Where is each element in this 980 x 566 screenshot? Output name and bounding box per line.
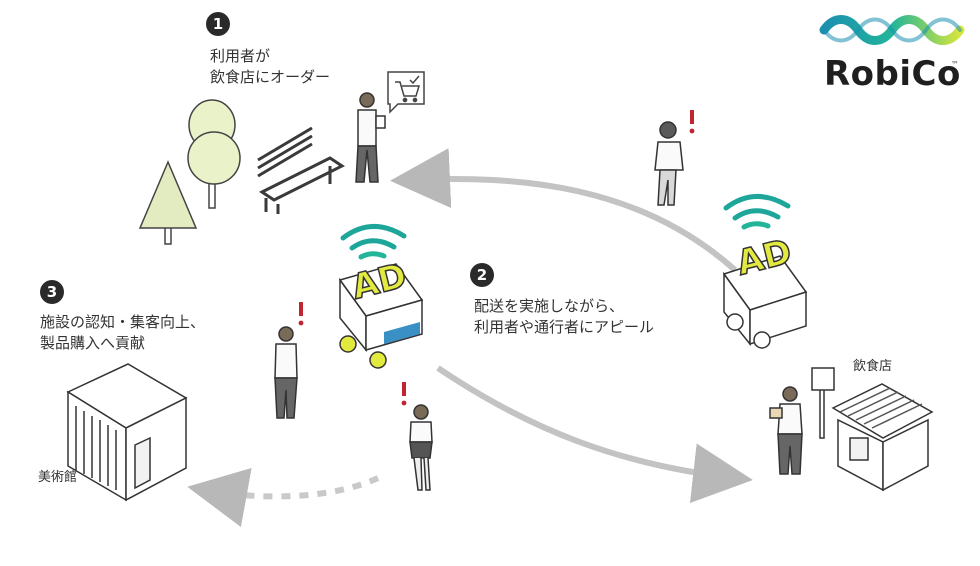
person-woman-center xyxy=(409,404,433,491)
restaurant-signboard xyxy=(811,367,835,439)
person-restaurant-staff xyxy=(769,386,803,475)
arrow-to-user xyxy=(390,148,737,273)
museum-building xyxy=(66,363,188,502)
logo-wave-icon xyxy=(819,15,965,45)
robico-logo: RobiCo ™ xyxy=(818,10,968,100)
exclamation-icon xyxy=(689,110,695,134)
step-3-line-1: 施設の認知・集客向上、 xyxy=(40,313,206,331)
exclamation-icon xyxy=(401,382,407,406)
restaurant-building xyxy=(831,383,934,492)
park-bench xyxy=(257,126,345,214)
delivery-robot-right xyxy=(722,194,808,349)
arrow-to-museum xyxy=(187,467,380,528)
delivery-robot-center xyxy=(338,224,424,369)
step-1-badge: 1 xyxy=(206,12,230,36)
step-3-line-2: 製品購入へ貢献 xyxy=(40,334,146,352)
tree-cone xyxy=(138,160,198,245)
step-1-caption: 利用者が 飲食店にオーダー xyxy=(210,46,330,88)
museum-label: 美術館 xyxy=(38,470,78,485)
person-passerby-left xyxy=(274,326,298,419)
wifi-signal-icon xyxy=(723,194,791,230)
step-3-caption: 施設の認知・集客向上、 製品購入へ貢献 xyxy=(40,312,205,354)
logo-wordmark: RobiCo xyxy=(824,54,961,94)
tree-round xyxy=(187,99,241,209)
step-2-badge: 2 xyxy=(470,263,494,287)
person-woman-right xyxy=(654,121,684,206)
step-2-caption: 配送を実施しながら、 利用者や通行者にアピール xyxy=(474,296,654,338)
cart-check-icon xyxy=(387,71,425,114)
step-1-line-2: 飲食店にオーダー xyxy=(210,68,331,86)
logo-trademark: ™ xyxy=(951,60,959,69)
step-2-line-2: 利用者や通行者にアピール xyxy=(474,318,655,336)
exclamation-icon xyxy=(298,302,304,326)
step-1-line-1: 利用者が xyxy=(210,47,271,65)
step-2-line-1: 配送を実施しながら、 xyxy=(474,297,625,315)
restaurant-label: 飲食店 xyxy=(853,359,893,374)
arrow-to-restaurant xyxy=(436,365,753,504)
wifi-signal-icon xyxy=(340,224,407,260)
person-ordering xyxy=(355,92,386,183)
step-3-badge: 3 xyxy=(40,280,64,304)
